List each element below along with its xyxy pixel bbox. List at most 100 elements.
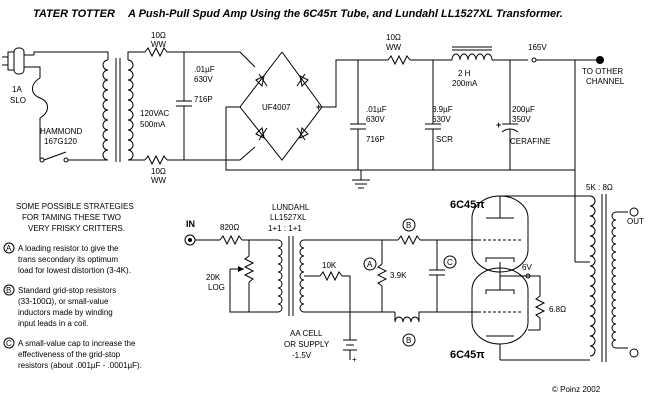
resistor-10-ohm-top-value: 10Ω	[151, 31, 166, 40]
resistor-10k-icon	[319, 270, 343, 282]
marker-c-letter: C	[447, 258, 453, 267]
resistor-3-9k-icon	[376, 263, 388, 287]
tube-bottom-icon	[471, 267, 590, 361]
fuse-rating: 1A	[12, 85, 22, 94]
choke-current: 200mA	[452, 79, 478, 88]
strategy-a-letter: A	[6, 244, 12, 253]
filter-cap-1-voltage: 630V	[366, 115, 385, 124]
resistor-3-9k-value: 3.9K	[390, 271, 407, 280]
marker-b-top-letter: B	[406, 221, 411, 230]
resistor-10-ohm-bottom-type: WW	[151, 176, 167, 185]
filter-capacitor-1-icon	[350, 60, 366, 170]
marker-b-bottom	[402, 333, 416, 347]
bypass-cap-value: .01µF	[194, 65, 215, 74]
fuse-type: SLO	[10, 96, 26, 105]
cell-line-1: AA CELL	[290, 329, 323, 338]
pot-value: 20K	[206, 273, 221, 282]
tube-bottom-label: 6C45π	[450, 349, 485, 361]
strategy-a-line-3: load for lowest distortion (3-4K).	[18, 266, 131, 275]
mains-plug-icon	[2, 47, 34, 75]
input-label: IN	[186, 219, 195, 229]
bypass-capacitor-icon	[176, 52, 192, 160]
cell-line-2: OR SUPPLY	[284, 340, 330, 349]
marker-a	[363, 257, 377, 271]
resistor-series-value: 10Ω	[386, 33, 401, 42]
output-terminal-bottom	[629, 348, 639, 358]
pot-taper: LOG	[208, 283, 225, 292]
audio-section: IN 820Ω 20K LOG LUNDAHL LL1527XL 1+1 : 1…	[184, 183, 644, 364]
strategy-a-line-1: A loading resistor to give the	[18, 244, 119, 253]
resistor-6-8-ohm-icon	[534, 295, 546, 319]
tube-top-label: 6C45π	[450, 199, 485, 211]
strategy-a-marker	[3, 242, 15, 254]
strategy-b-line-3: inductors made by winding	[18, 308, 113, 317]
b-plus-voltage: 165V	[528, 43, 547, 52]
tube-top-icon	[471, 195, 590, 273]
input-transformer-icon	[277, 236, 305, 316]
output-terminal-top	[629, 207, 639, 217]
to-other-channel-2: CHANNEL	[586, 77, 625, 86]
strategy-c-line-3: resistors (about .001µF - .0001µF).	[18, 361, 142, 370]
resistor-10-ohm-top-type: WW	[151, 40, 167, 49]
cell-line-3: -1.5V	[292, 351, 312, 360]
strategy-b-letter: B	[6, 286, 11, 295]
strategy-b-marker	[3, 284, 15, 296]
power-transformer-icon	[102, 58, 134, 162]
resistor-820-ohm-value: 820Ω	[220, 223, 239, 232]
filter-cap-3-type: CERAFINE	[510, 137, 550, 146]
input-transformer-brand: LUNDAHL	[272, 203, 310, 212]
filter-cap-3-voltage: 350V	[512, 115, 531, 124]
marker-b-bottom-letter: B	[406, 336, 411, 345]
circuit-name: TATER TOTTER	[33, 8, 115, 20]
circuit-subtitle: A Push-Pull Spud Amp Using the 6C45π Tub…	[127, 8, 563, 20]
volume-pot-icon	[243, 255, 255, 283]
strategy-b-line-2: (33-100Ω), or small-value	[18, 297, 109, 306]
strategy-b-line-1: Standard grid-stop resistors	[18, 286, 116, 295]
strategy-heading-3: VERY FRISKY CRITTERS.	[28, 224, 125, 233]
filter-cap-2-value: 3.9µF	[432, 105, 453, 114]
strategy-a-line-2: trans secondary its optimum	[18, 255, 118, 264]
power-supply-section: 1A SLO HAMMOND 167G120 120VAC 500mA 10Ω …	[2, 31, 625, 262]
filter-cap-3-value: 200µF	[512, 105, 535, 114]
marker-a-letter: A	[367, 260, 373, 269]
marker-c	[443, 255, 457, 269]
heater-voltage: 6V	[522, 263, 532, 272]
input-transformer-ratio: 1+1 : 1+1	[268, 224, 302, 233]
bridge-model: UF4007	[262, 103, 291, 112]
output-transformer-ratio: 5K : 8Ω	[586, 183, 613, 192]
resistor-10k-value: 10K	[322, 261, 337, 270]
power-switch-icon	[39, 150, 108, 163]
resistor-10-ohm-bottom-icon	[144, 154, 168, 166]
filter-cap-1-value: .01µF	[366, 105, 387, 114]
grid-inductor-bottom-icon	[394, 316, 420, 323]
grid-capacitor-icon	[429, 240, 445, 312]
bridge-plus: +	[316, 102, 321, 112]
resistor-10-ohm-bottom-value: 10Ω	[151, 167, 166, 176]
ground-symbol-icon	[352, 170, 370, 189]
choke-inductance: 2 H	[458, 69, 471, 78]
marker-b-top	[402, 218, 416, 232]
filter-capacitor-3-icon	[501, 60, 519, 170]
resistor-10-ohm-series-icon	[387, 54, 411, 66]
strategy-notes: SOME POSSIBLE STRATEGIES FOR TAMING THES…	[3, 202, 142, 370]
strategy-heading-1: SOME POSSIBLE STRATEGIES	[16, 202, 134, 211]
fuse-icon	[32, 77, 48, 119]
bypass-cap-voltage: 630V	[194, 75, 213, 84]
input-transformer-model: LL1527XL	[270, 213, 307, 222]
output-transformer-icon	[589, 194, 617, 362]
bridge-rectifier-icon	[239, 51, 323, 161]
secondary-current: 500mA	[140, 120, 166, 129]
secondary-voltage: 120VAC	[140, 109, 169, 118]
grid-stop-top-icon	[397, 234, 421, 246]
strategy-c-line-2: effectiveness of the grid-stop	[18, 350, 121, 359]
output-label: OUT	[627, 217, 644, 226]
power-transformer-model: 167G120	[44, 137, 77, 146]
bias-cell-icon	[343, 339, 357, 360]
bypass-cap-type: 716P	[194, 95, 213, 104]
resistor-820-ohm-icon	[219, 234, 243, 246]
power-transformer-brand: HAMMOND	[40, 127, 82, 136]
strategy-heading-2: FOR TAMING THESE TWO	[22, 213, 121, 222]
resistor-10-ohm-top-icon	[144, 46, 168, 58]
filter-cap-2-voltage: 630V	[432, 115, 451, 124]
